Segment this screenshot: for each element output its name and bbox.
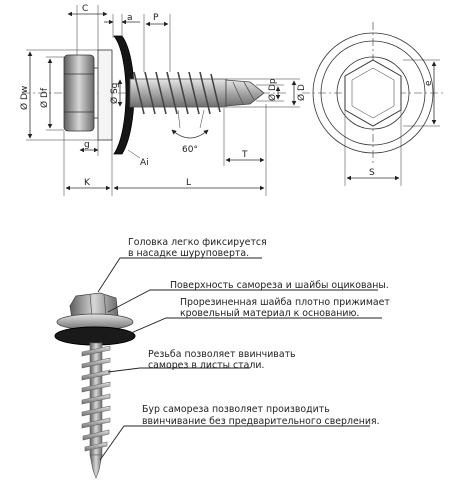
drill-tip-illustration bbox=[89, 454, 103, 479]
annotation-1-line2: в насадке шуруповерта. bbox=[128, 248, 249, 259]
annotation-3-line2: кровельный материал к основанию. bbox=[180, 308, 359, 319]
dim-s-label: S bbox=[369, 168, 375, 178]
annotation-4-line1: Резьба позволяет ввинчивать bbox=[148, 349, 296, 360]
annotation-5-line2: ввинчивание без предварительного сверлен… bbox=[142, 416, 380, 427]
dim-e-label: e bbox=[424, 80, 434, 86]
dim-sg-label: Ø Sg bbox=[109, 83, 120, 104]
dim-g-label: g bbox=[84, 140, 90, 150]
dim-d-label: Ø D bbox=[296, 84, 307, 101]
rubber-washer-illustration bbox=[54, 326, 136, 346]
annotation-3-line1: Прорезиненная шайба плотно прижимает bbox=[180, 297, 390, 308]
drill-tip-side bbox=[225, 79, 265, 107]
dim-angle-label: 60° bbox=[182, 145, 198, 155]
hex-head-side bbox=[63, 54, 110, 132]
dim-c-label: C bbox=[82, 4, 88, 14]
thread-illustration bbox=[81, 345, 111, 452]
dim-dp-label: Ø Dp bbox=[267, 78, 278, 101]
dim-l-label: L bbox=[186, 178, 191, 188]
dim-ai-label: Ai bbox=[140, 158, 149, 168]
end-view-drawing bbox=[302, 22, 446, 186]
dim-p-label: P bbox=[153, 13, 159, 23]
dim-t-label: T bbox=[241, 150, 248, 160]
dim-a-label: a bbox=[127, 13, 133, 23]
annotation-2-line1: Поверхность самореза и шайбы оцикованы. bbox=[170, 280, 389, 291]
dim-df-label: Ø Df bbox=[39, 87, 50, 108]
annotation-1-line1: Головка легко фиксируется bbox=[128, 237, 267, 248]
hex-head-end bbox=[344, 59, 402, 127]
rubber-washer-side bbox=[113, 35, 135, 155]
dim-k-label: K bbox=[84, 178, 91, 188]
side-view-drawing bbox=[22, 5, 300, 196]
annotation-4-line2: саморез в листы стали. bbox=[148, 360, 264, 371]
thread-side bbox=[129, 71, 227, 115]
dim-dw-label: Ø Dw bbox=[19, 86, 30, 110]
screw-illustration bbox=[54, 292, 136, 479]
flange-side bbox=[97, 49, 113, 141]
leader-lines bbox=[97, 257, 382, 461]
annotation-5-line1: Бур самореза позволяет производить bbox=[142, 404, 330, 415]
